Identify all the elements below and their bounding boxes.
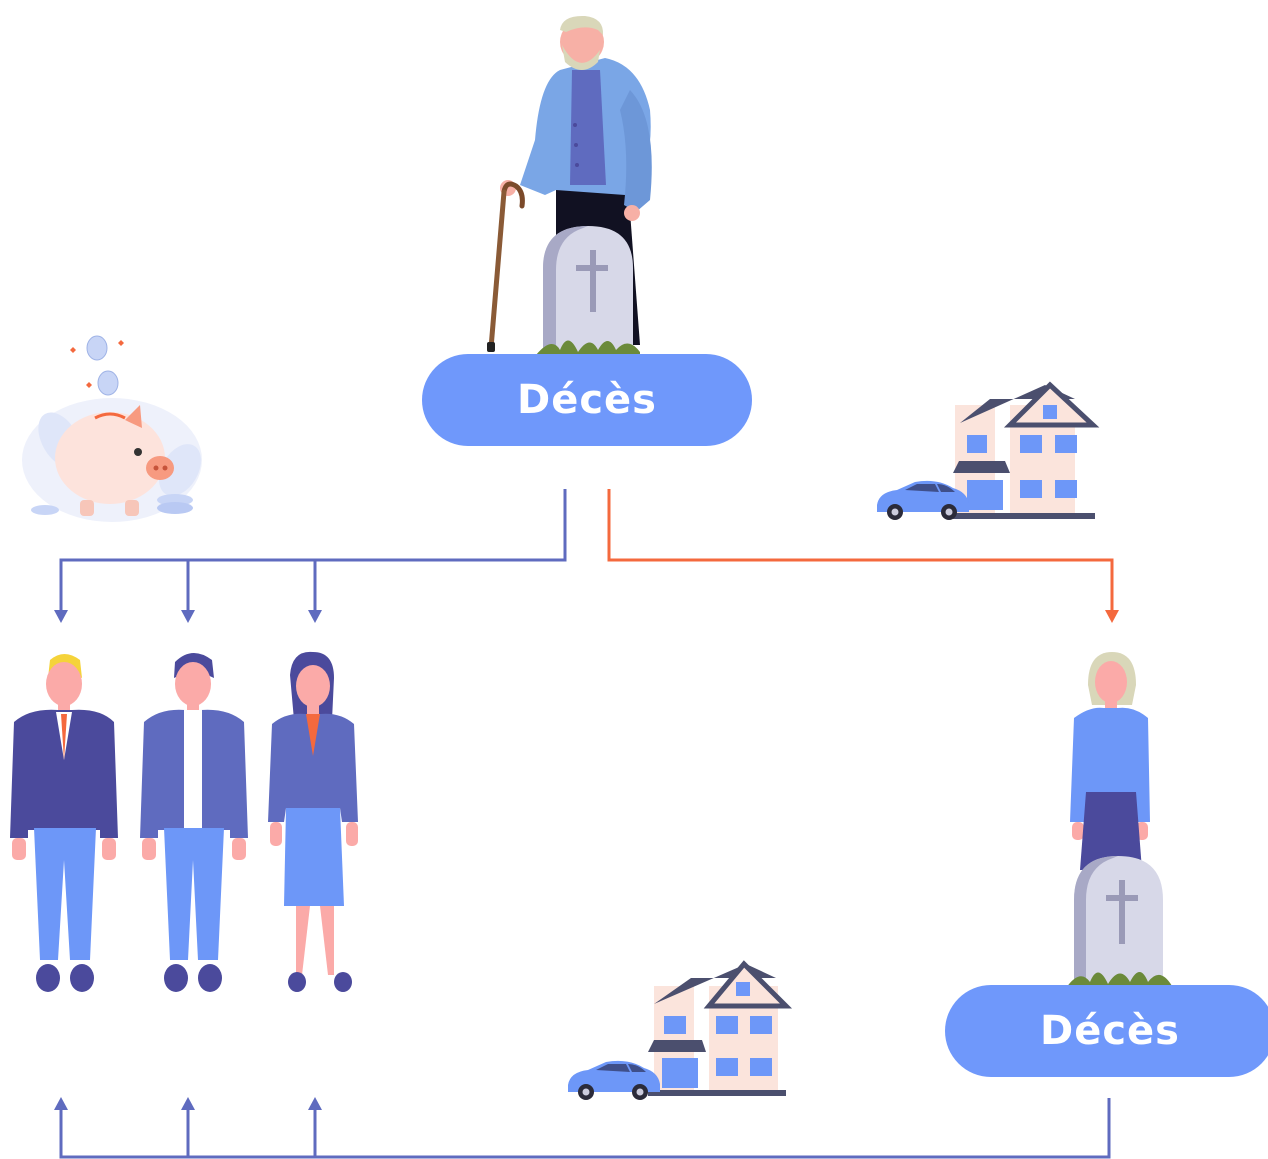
bottom-connector xyxy=(54,1097,1111,1159)
children-arrowheads xyxy=(54,610,322,623)
arrow-down-icon xyxy=(181,610,195,623)
deces-label-bottom: Décès xyxy=(945,985,1268,1077)
children-connector xyxy=(59,489,567,612)
spouse-connector xyxy=(607,489,1119,623)
arrow-up-icon xyxy=(308,1097,322,1110)
arrow-down-icon xyxy=(54,610,68,623)
arrow-down-icon xyxy=(1105,610,1119,623)
arrow-up-icon xyxy=(181,1097,195,1110)
deces-label-top: Décès xyxy=(422,354,752,446)
arrow-down-icon xyxy=(308,610,322,623)
arrow-up-icon xyxy=(54,1097,68,1110)
